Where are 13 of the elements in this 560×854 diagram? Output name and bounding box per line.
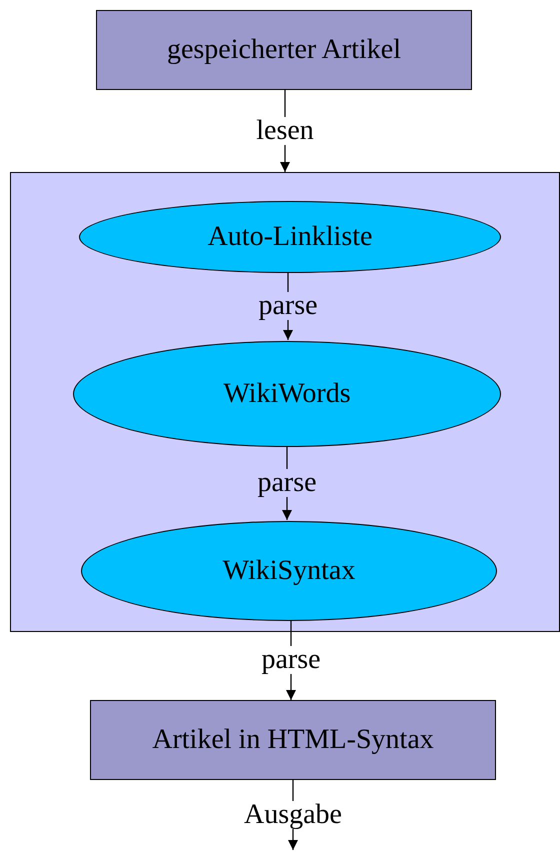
edge-label: parse xyxy=(255,469,319,497)
edge-label: lesen xyxy=(254,117,316,145)
edge-label: Ausgabe xyxy=(242,801,344,829)
node-label: WikiWords xyxy=(223,378,351,410)
node-label: Artikel in HTML-Syntax xyxy=(152,724,434,756)
group-panel xyxy=(10,172,560,632)
process-box xyxy=(96,10,472,90)
edge-label: parse xyxy=(256,292,320,320)
node-label: Auto-Linkliste xyxy=(208,221,372,253)
process-box xyxy=(90,700,496,780)
node-label: gespeicherter Artikel xyxy=(166,34,401,66)
edge-label: parse xyxy=(259,646,323,674)
node-label: WikiSyntax xyxy=(222,555,356,587)
